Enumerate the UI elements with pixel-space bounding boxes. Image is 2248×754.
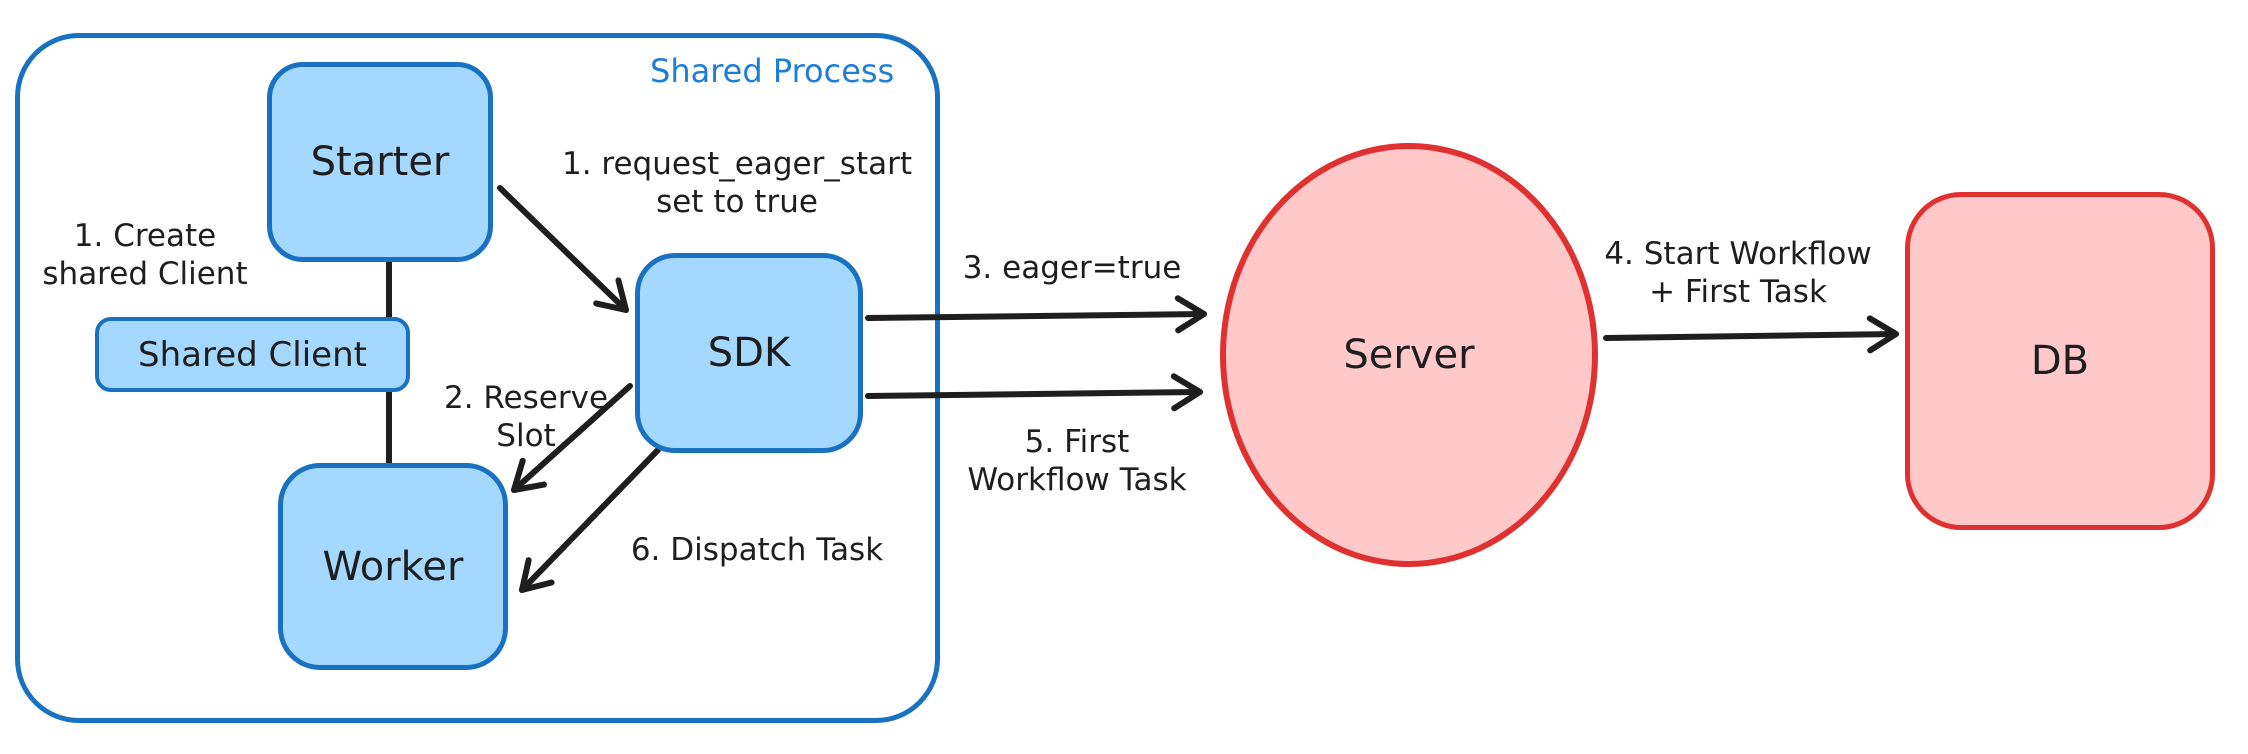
- annotation-dispatch-task: 6. Dispatch Task: [630, 532, 884, 568]
- annotation-first-workflow-task: 5. First Workflow Task: [967, 424, 1187, 498]
- node-db: DB: [1905, 192, 2215, 530]
- arrow-sdk-dispatch-task: [519, 447, 661, 593]
- node-server-label: Server: [1343, 332, 1475, 378]
- node-server: Server: [1220, 143, 1598, 567]
- arrow-sdk-to-server-first-task: [865, 373, 1203, 412]
- arrow-starter-to-sdk: [497, 185, 629, 313]
- arrow-sdk-to-server-eager: [865, 295, 1207, 334]
- node-sdk-label: SDK: [707, 330, 791, 376]
- annotation-request-eager-start: 1. request_eager_start set to true: [561, 146, 913, 220]
- node-starter-label: Starter: [310, 139, 450, 185]
- node-worker-label: Worker: [322, 543, 464, 590]
- arrow-server-to-db: [1603, 315, 1899, 354]
- annotation-start-workflow-first-task: 4. Start Workflow + First Task: [1604, 236, 1872, 310]
- shared-process-group-box: [15, 33, 940, 723]
- node-starter: Starter: [267, 62, 493, 262]
- node-db-label: DB: [2030, 338, 2090, 384]
- node-worker: Worker: [278, 463, 508, 670]
- node-shared-client: Shared Client: [95, 317, 410, 392]
- shared-process-group-label: Shared Process: [650, 52, 895, 90]
- arrow-sdk-reserve-slot: [511, 383, 633, 493]
- annotation-create-shared-client: 1. Create shared Client: [42, 218, 248, 292]
- node-sdk: SDK: [635, 253, 863, 453]
- annotation-eager-true: 3. eager=true: [962, 250, 1182, 286]
- node-shared-client-label: Shared Client: [138, 334, 367, 375]
- annotation-reserve-slot: 2. Reserve Slot: [443, 380, 609, 454]
